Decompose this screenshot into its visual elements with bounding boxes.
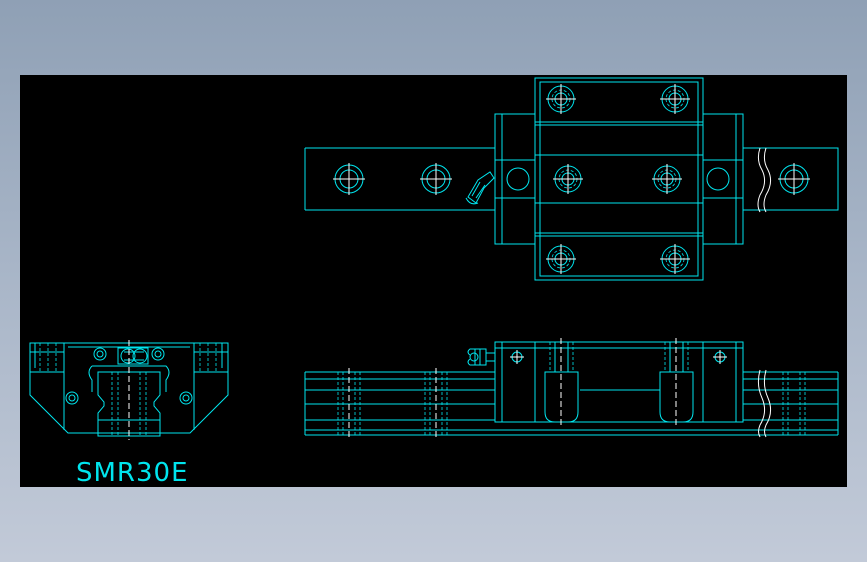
rail-hole-3 <box>778 163 810 195</box>
end-view <box>29 340 229 440</box>
rail-bolt-3 <box>779 372 809 435</box>
carriage-bolt-right <box>659 338 694 425</box>
grease-nipple-top <box>465 171 495 205</box>
front-view <box>304 338 839 440</box>
carriage-holes <box>546 84 690 274</box>
rail-bolt-1 <box>334 368 364 440</box>
rail-bolt-2 <box>421 368 451 440</box>
rail-hole-1 <box>333 163 365 195</box>
top-view <box>304 77 839 281</box>
rail-hole-2 <box>420 163 452 195</box>
carriage-bolt-left <box>544 338 579 425</box>
grease-nipple-front <box>467 348 495 366</box>
cad-viewport[interactable]: SMR30E <box>20 75 847 488</box>
model-label: SMR30E <box>76 458 189 488</box>
